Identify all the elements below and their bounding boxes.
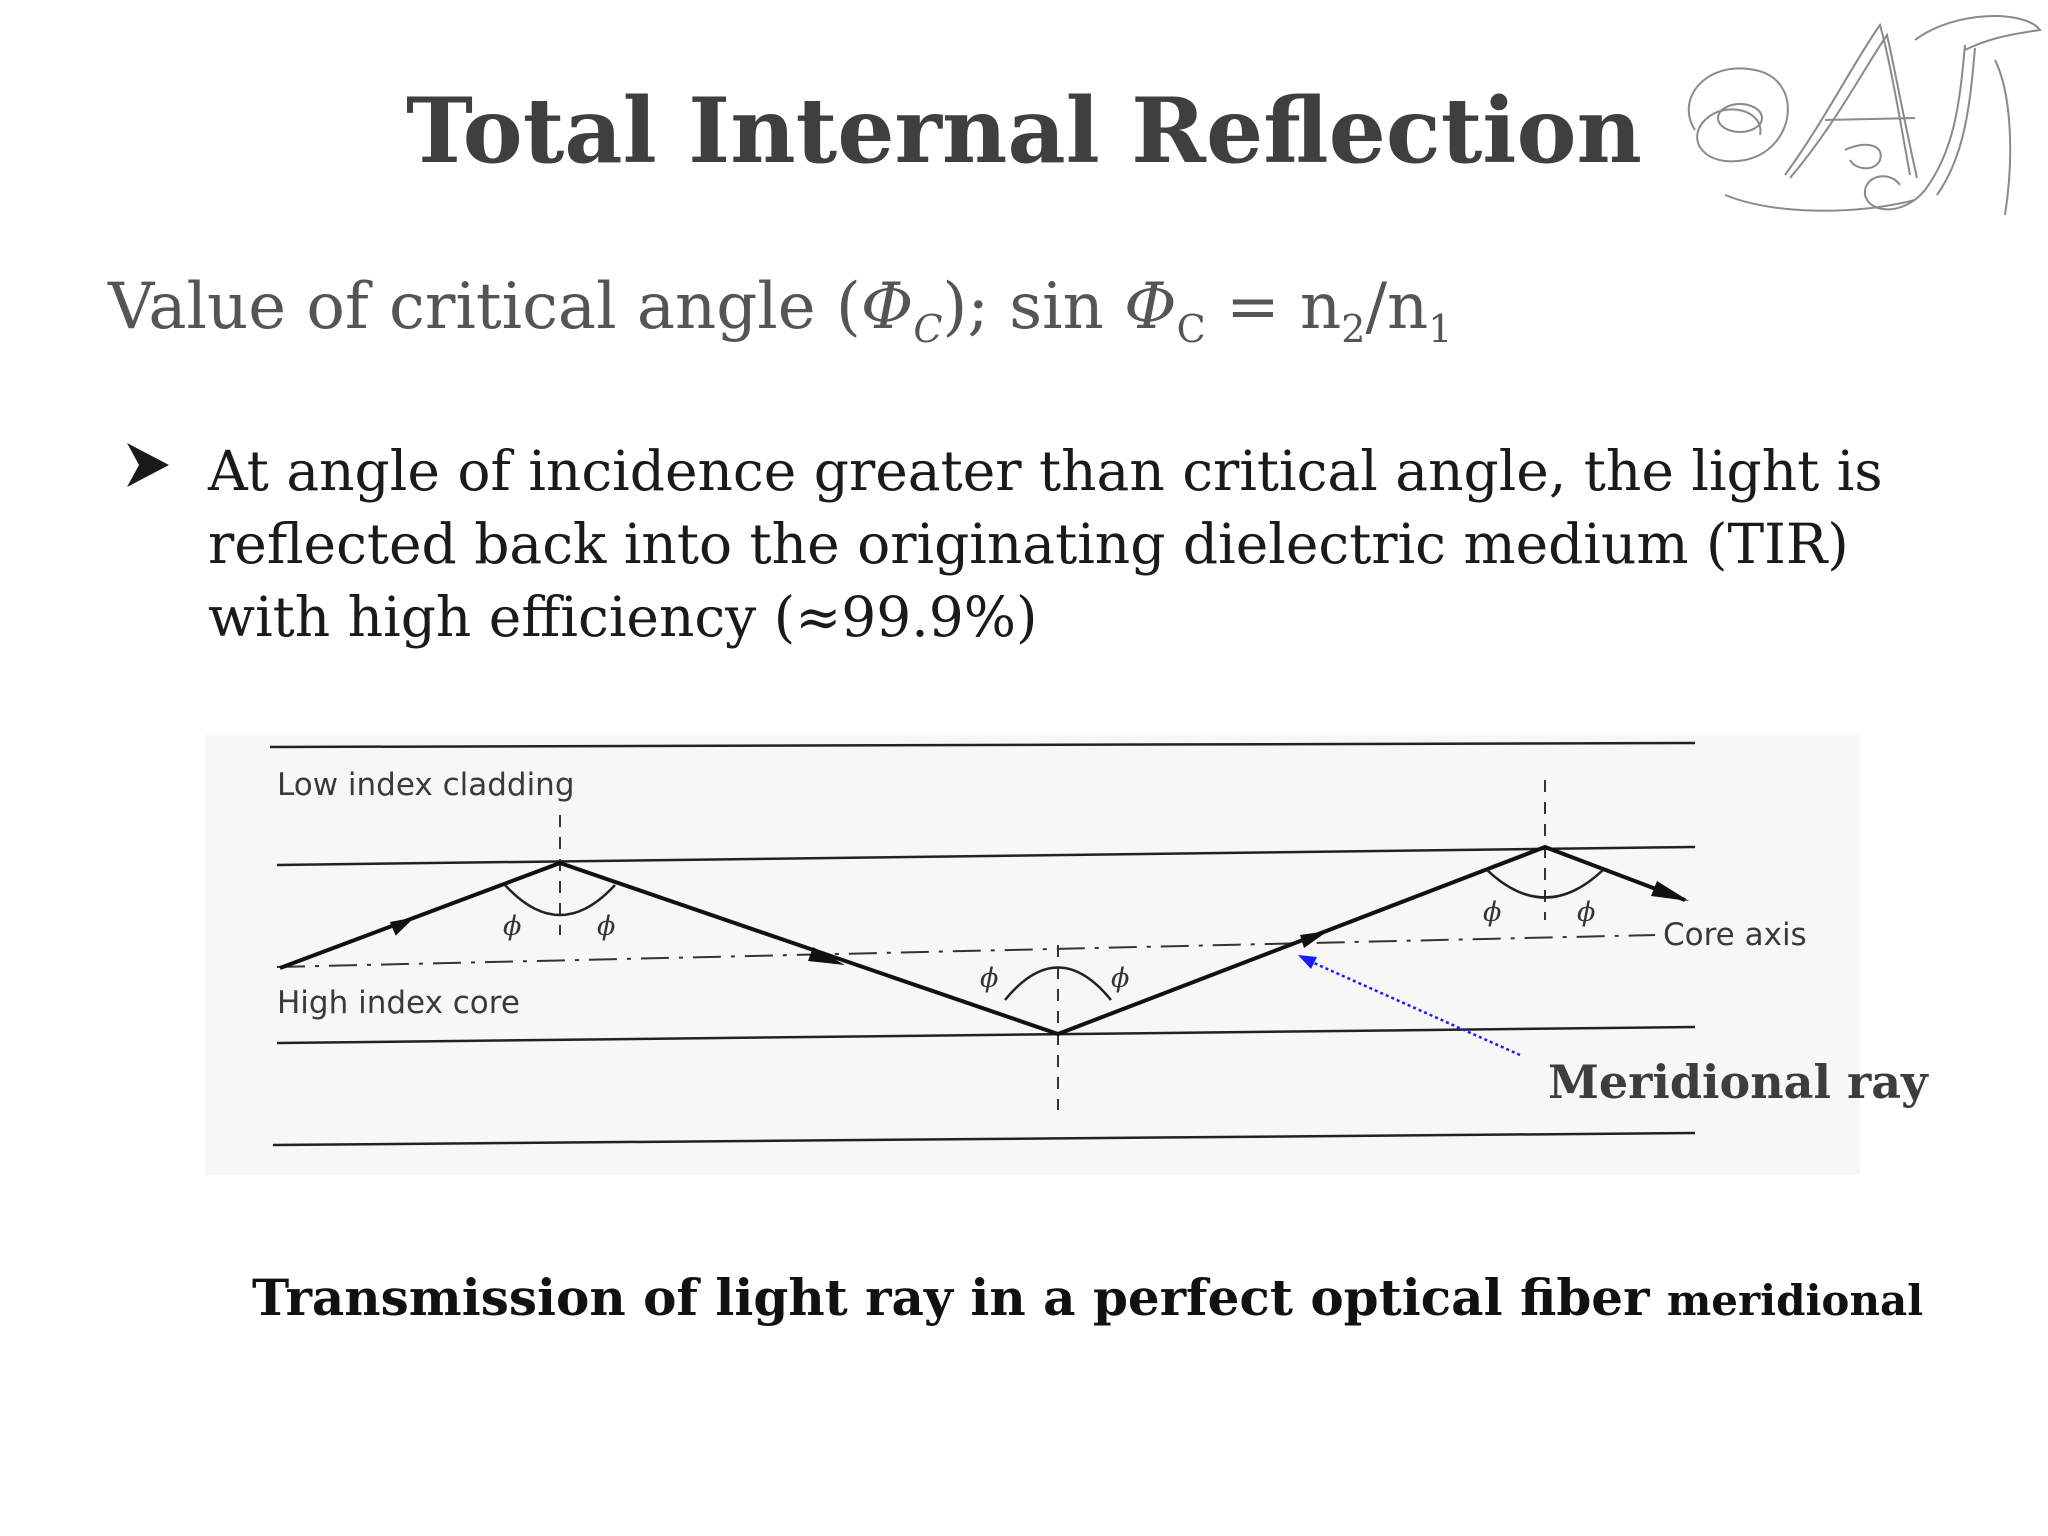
pointer-arrowhead: [1298, 955, 1317, 969]
phi-label-3: ϕ: [980, 963, 998, 994]
angle-arc-3: [1486, 869, 1604, 899]
subscript-c-italic: C: [913, 307, 943, 351]
diagram-background: [205, 735, 1860, 1175]
ray-arrow-3: [1300, 931, 1328, 948]
phi-label-1: ϕ: [503, 911, 521, 942]
cladding-label: Low index cladding: [277, 767, 575, 803]
formula-mid: ); sin: [942, 270, 1125, 344]
formula-prefix: Value of critical angle (: [108, 270, 861, 344]
core-axis-label: Core axis: [1663, 917, 1807, 953]
caption-suffix: meridional: [1666, 1276, 1924, 1325]
core-bottom-boundary-line: [276, 1025, 1696, 1045]
phi-label-2: ϕ: [597, 911, 615, 942]
critical-angle-formula: Value of critical angle (ΦC); sin ΦC = n…: [108, 270, 1452, 348]
phi-symbol-2: Φ: [1124, 270, 1177, 344]
figure-caption: Transmission of light ray in a perfect o…: [252, 1268, 1923, 1327]
bullet-text: At angle of incidence greater than criti…: [208, 439, 1883, 649]
formula-slash: /n: [1365, 270, 1429, 344]
cladding-outer-bottom-line: [272, 1131, 1696, 1147]
phi-label-4: ϕ: [1111, 963, 1129, 994]
arrowhead-bullet-icon: [127, 443, 169, 487]
cladding-outer-top-line: [269, 741, 1696, 749]
phi-label-6: ϕ: [1577, 897, 1595, 928]
core-label: High index core: [277, 985, 520, 1021]
ray-arrow-2: [808, 947, 845, 965]
slide-title: Total Internal Reflection: [406, 78, 1642, 184]
caption-main: Transmission of light ray in a perfect o…: [252, 1268, 1650, 1327]
ray-arrow-1: [389, 917, 415, 936]
formula-equals: = n: [1205, 270, 1342, 344]
core-axis-line: [276, 934, 1656, 968]
ray-arrow-4: [1651, 881, 1689, 901]
meridional-ray-label: Meridional ray: [1548, 1055, 1928, 1109]
phi-symbol: Φ: [860, 270, 914, 344]
meridional-ray-path: [279, 844, 1686, 1037]
angle-arc-1: [504, 884, 616, 917]
subscript-2: 2: [1341, 307, 1366, 351]
core-top-boundary-line: [276, 845, 1696, 867]
fiber-ray-diagram: Low index cladding High index core Core …: [205, 735, 1860, 1175]
subscript-c: C: [1176, 307, 1206, 351]
angle-arc-2: [1004, 966, 1112, 1001]
subscript-1: 1: [1428, 307, 1453, 351]
aj-monogram-logo: [1665, 0, 2048, 235]
phi-label-5: ϕ: [1483, 897, 1501, 928]
